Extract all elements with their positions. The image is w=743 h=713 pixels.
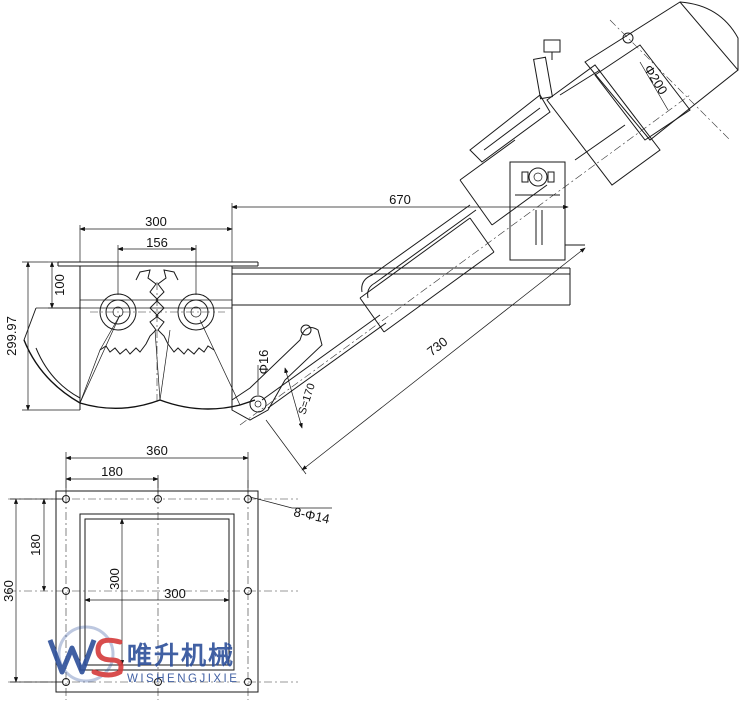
logo-chinese-text: 唯升机械 — [127, 641, 235, 670]
dim-360-h: 360 — [146, 443, 168, 458]
dim-phi16: Φ16 — [256, 350, 271, 375]
flange-outline — [55, 490, 259, 693]
gearbox — [469, 39, 661, 186]
logo-english-text: WISHENGJIXIE — [127, 673, 239, 685]
dim-670: 670 — [389, 192, 411, 207]
logo-mark — [47, 625, 124, 683]
dim-180-v: 180 — [28, 534, 43, 556]
company-logo: 唯升机械 WISHENGJIXIE — [47, 625, 239, 685]
frame-rail — [57, 261, 571, 306]
dim-holes: 8-Φ14 — [292, 504, 331, 526]
side-view — [23, 1, 739, 426]
opening-outer — [79, 513, 235, 671]
plan-dimensions: 360 180 8-Φ14 360 180 300 300 — [1, 443, 332, 683]
dim-180-h: 180 — [101, 464, 123, 479]
dim-300-v: 300 — [107, 568, 122, 590]
dim-299-97: 299.97 — [4, 316, 19, 356]
gate-arcs — [23, 307, 256, 410]
dim-100: 100 — [52, 274, 67, 296]
dim-156: 156 — [146, 235, 168, 250]
dim-360-v: 360 — [1, 580, 16, 602]
cylinder — [239, 94, 691, 426]
dim-730: 730 — [424, 334, 450, 359]
opening-inner — [84, 518, 230, 666]
motor — [584, 1, 739, 141]
dim-s170: S=170 — [296, 382, 317, 416]
bolt-holes — [62, 495, 252, 686]
dim-300-side: 300 — [145, 214, 167, 229]
dim-300-h: 300 — [164, 586, 186, 601]
cylinder-bracket — [509, 161, 585, 261]
